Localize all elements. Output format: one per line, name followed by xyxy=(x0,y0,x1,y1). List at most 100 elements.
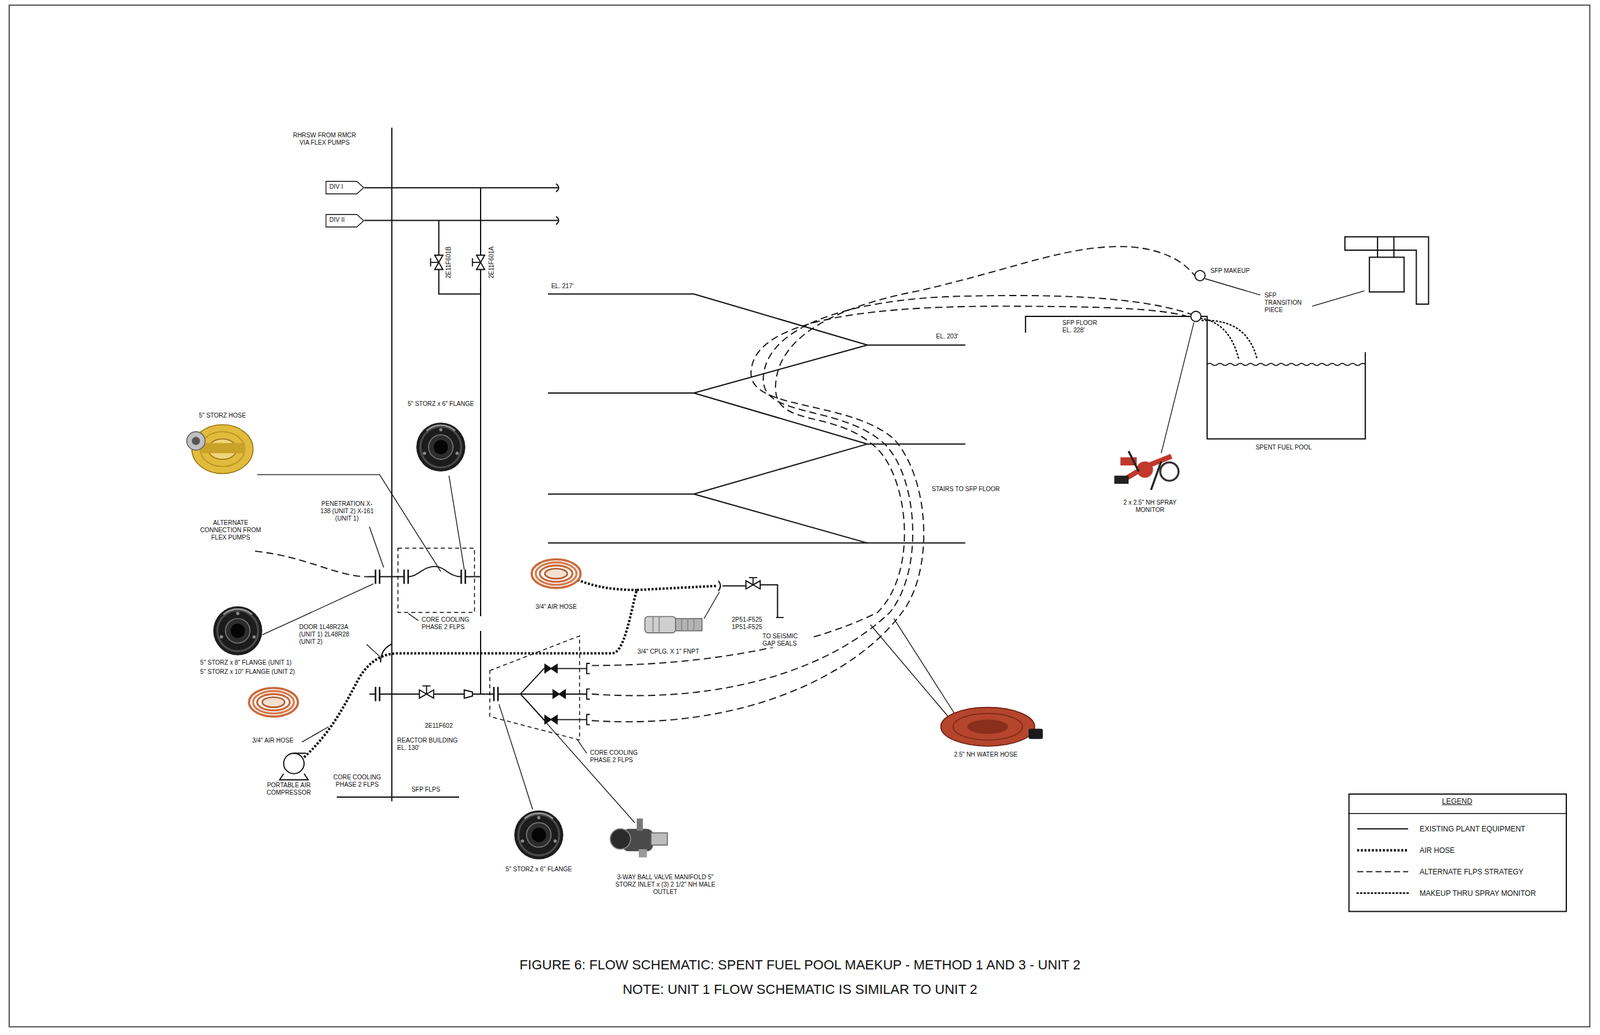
fire-hose-route xyxy=(591,246,1195,666)
manifold xyxy=(544,664,558,673)
leader-line xyxy=(1205,278,1261,295)
annotation-label: 5" STORZ x 10" FLANGE (UNIT 2) xyxy=(199,668,297,676)
tag-label: DIV II xyxy=(325,213,365,227)
pipe-lines xyxy=(391,127,393,802)
leader-line xyxy=(577,739,587,754)
annotation-label: TO SEISMIC GAP SEALS xyxy=(761,632,810,648)
spray-monitor-picture xyxy=(1114,451,1179,490)
legend-text: EXISTING PLANT EQUIPMENT xyxy=(1418,824,1527,834)
pipe-lines xyxy=(336,127,1429,802)
compressor-symbol xyxy=(279,753,309,780)
hose-picture xyxy=(186,424,254,474)
hose-picture xyxy=(248,687,298,717)
division-tag: DIV I xyxy=(325,180,365,195)
division-tag: DIV II xyxy=(325,213,365,228)
pool-water xyxy=(1207,363,1366,366)
spray-path xyxy=(1202,320,1258,360)
tag-label: DIV I xyxy=(325,180,365,194)
hose-picture xyxy=(531,559,581,588)
pipe-lines xyxy=(718,580,785,618)
annotation-label: RHRSW FROM RMCR VIA FLEX PUMPS xyxy=(288,131,362,147)
pipe-lines xyxy=(548,345,868,393)
flange-picture xyxy=(416,422,466,472)
valve-symbol xyxy=(472,258,481,267)
annotation-label: STAIRS TO SFP FLOOR xyxy=(930,485,1002,493)
flange-picture xyxy=(213,606,263,656)
legend-text: AIR HOSE xyxy=(1418,845,1456,855)
leader-line xyxy=(256,278,1364,823)
air-hose-route xyxy=(577,579,637,591)
hose-picture xyxy=(940,707,1035,747)
annotation-label: SFP TRANSITION PIECE xyxy=(1263,291,1312,314)
hose-picture xyxy=(199,431,245,467)
pipe-lines xyxy=(464,689,473,698)
valve-symbol xyxy=(430,258,439,267)
frame xyxy=(9,4,1590,1027)
annotation-label: PORTABLE AIR COMPRESSOR xyxy=(258,781,320,797)
pipe-lines xyxy=(1377,236,1395,257)
manifold-picture xyxy=(638,849,647,858)
tag-outline xyxy=(326,181,365,195)
manifold-picture xyxy=(609,818,667,858)
valve-symbol xyxy=(422,685,431,694)
leader-line xyxy=(366,643,381,656)
figure-caption: FIGURE 6: FLOW SCHEMATIC: SPENT FUEL POO… xyxy=(518,956,1082,973)
annotation-label: 2E11F602 xyxy=(423,722,454,730)
flange-picture xyxy=(514,810,564,860)
hose-picture xyxy=(953,713,1023,740)
spray-path xyxy=(1200,318,1258,360)
fire-hose-route xyxy=(255,246,1195,722)
legend-frame xyxy=(1349,812,1567,815)
annotation-label: 3/4" CPLG. X 1" FNPT xyxy=(636,647,701,656)
connection-point xyxy=(1191,270,1206,322)
flange-symbol xyxy=(375,686,499,701)
coupling-picture xyxy=(644,616,702,633)
annotation-label: 2E11F601A xyxy=(487,245,496,280)
air-hose-route xyxy=(304,586,718,758)
coupling-picture xyxy=(652,616,694,633)
manifold xyxy=(520,668,587,720)
fire-hose-route xyxy=(591,295,1192,696)
spray-monitor-picture xyxy=(1160,462,1179,481)
manifold xyxy=(552,689,566,698)
pipe-lines xyxy=(1025,316,1366,439)
annotation-label: 2P51-F525 1P51-F525 xyxy=(730,616,777,631)
legend-frame xyxy=(1349,793,1567,911)
coupling-picture xyxy=(644,616,702,633)
annotation-label: 5" STORZ x 8" FLANGE (UNIT 1) xyxy=(199,659,294,667)
legend-frame xyxy=(1357,871,1409,873)
annotation-label: 3/4" AIR HOSE xyxy=(250,736,295,745)
manifold-picture xyxy=(651,832,668,845)
hose-picture xyxy=(199,442,245,454)
leader-line xyxy=(448,475,465,570)
flange-symbol xyxy=(408,566,462,577)
pipe-lines xyxy=(693,392,966,444)
fire-hose-route xyxy=(591,305,1191,722)
flange-picture xyxy=(213,422,564,859)
coupling-picture xyxy=(644,616,676,633)
legend-text: MAKEUP THRU SPRAY MONITOR xyxy=(1418,888,1538,898)
hose-picture xyxy=(191,437,200,446)
air-hose-route xyxy=(304,579,718,758)
annotation-label: 2 x 2.5" NH SPRAY MONITOR xyxy=(1110,499,1190,514)
tag-outline xyxy=(326,213,365,227)
leader-line xyxy=(893,618,956,715)
spray-monitor-picture xyxy=(1114,475,1129,484)
annotation-label: EL. 203' xyxy=(934,332,960,341)
manifold xyxy=(586,663,590,725)
legend-frame xyxy=(1357,828,1409,830)
pipe-lines xyxy=(548,293,966,345)
hose-picture xyxy=(186,431,206,450)
manifold xyxy=(544,715,558,724)
fire-hose-route xyxy=(255,551,368,577)
leader-line xyxy=(704,592,720,619)
leader-line xyxy=(369,526,384,568)
annotation-label: 5" STORZ HOSE xyxy=(198,411,248,420)
manifold-picture xyxy=(636,818,644,831)
legend-frame xyxy=(1357,891,1409,894)
hose-picture xyxy=(186,424,1044,747)
spray-monitor-picture xyxy=(1114,451,1179,490)
valve-symbol xyxy=(752,580,761,589)
annotation-label: CORE COOLING PHASE 2 FLPS xyxy=(420,616,482,631)
